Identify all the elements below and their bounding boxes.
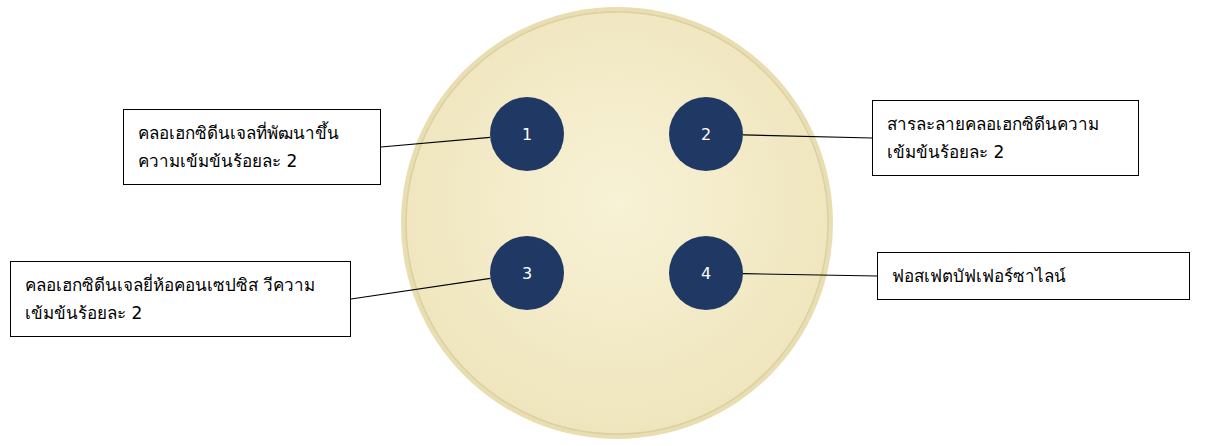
sample-well: 2 (669, 97, 743, 171)
leader-line (743, 135, 872, 138)
callout-box: คลอเฮกซิดีนเจลที่พัฒนาขึ้น ความเข้มข้นร้… (123, 109, 381, 185)
leader-line (351, 278, 490, 299)
leader-line (381, 137, 490, 147)
leader-line (743, 274, 877, 276)
sample-well: 3 (490, 236, 564, 310)
sample-well: 4 (669, 236, 743, 310)
callout-box: คลอเฮกซิดีนเจลยี่ห้อคอนเซปซิส วีความเข้ม… (10, 261, 351, 337)
callout-text: สารละลายคลอเฮกซิดีนความ เข้มข้นร้อยละ 2 (887, 110, 1124, 166)
sample-well: 1 (490, 97, 564, 171)
well-number: 3 (522, 264, 532, 283)
well-number: 4 (701, 264, 711, 283)
callout-text: คลอเฮกซิดีนเจลยี่ห้อคอนเซปซิส วีความเข้ม… (25, 271, 336, 327)
agar-surface (406, 12, 828, 434)
callout-text: ฟอสเฟตบัฟเฟอร์ซาไลน์ (892, 262, 1175, 290)
callout-box: สารละลายคลอเฮกซิดีนความ เข้มข้นร้อยละ 2 (872, 100, 1139, 176)
callout-box: ฟอสเฟตบัฟเฟอร์ซาไลน์ (877, 252, 1190, 300)
well-number: 1 (522, 125, 532, 144)
callout-text: คลอเฮกซิดีนเจลที่พัฒนาขึ้น ความเข้มข้นร้… (138, 119, 366, 175)
dish-rim (401, 7, 833, 439)
well-number: 2 (701, 125, 711, 144)
